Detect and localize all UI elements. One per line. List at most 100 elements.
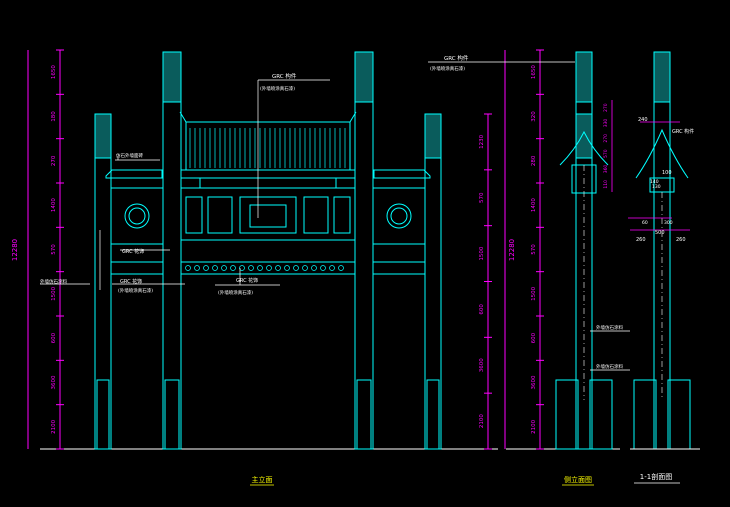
front-note-grc-ornament-3: GRC 花饰 xyxy=(236,277,258,284)
section-base-left xyxy=(633,379,657,450)
front-frieze-panel-0 xyxy=(185,196,203,234)
front-frieze-panel-2 xyxy=(239,196,297,234)
dim-label: 1500 xyxy=(479,246,485,260)
front-left-bay-lintel xyxy=(110,177,164,189)
dim-label: 600 xyxy=(531,332,537,343)
front-main-lower-beam xyxy=(180,261,356,275)
front-left-bay-medallion xyxy=(124,203,150,229)
section-label-130: 130 xyxy=(652,184,661,190)
front-main-roof-ridge xyxy=(179,111,357,123)
beam-ornament-dot xyxy=(266,265,272,271)
dim-label: 2100 xyxy=(479,414,485,428)
front-frieze-panel-4 xyxy=(333,196,351,234)
section-dim-500: 500 xyxy=(655,230,665,236)
front-right-bay-medallion-inner xyxy=(390,207,408,225)
side-dimensions xyxy=(504,49,544,450)
front-main-frieze xyxy=(180,187,356,241)
dim-label: 1400 xyxy=(531,198,537,212)
front-main-roof-eave xyxy=(180,169,356,179)
section-dimensions xyxy=(611,100,690,231)
beam-ornament-dot xyxy=(239,265,245,271)
front-base-2 xyxy=(164,379,180,450)
side-total-dim: 12280 xyxy=(508,239,516,261)
dim-label: 180 xyxy=(51,111,57,122)
front-note-grc-sub-2: (外墙喷涂真石漆) xyxy=(118,287,153,294)
front-dimensions xyxy=(27,49,492,450)
beam-ornament-dot xyxy=(275,265,281,271)
section-dim-label: 360 xyxy=(603,165,609,174)
section-label-300: 300 xyxy=(664,220,673,226)
front-base-3 xyxy=(356,379,372,450)
beam-ornament-dot xyxy=(329,265,335,271)
front-right-bay-panel xyxy=(372,187,426,245)
section-base-right xyxy=(667,379,691,450)
front-right-bay-medallion xyxy=(386,203,412,229)
side-base-left xyxy=(555,379,579,450)
front-right-bay-lintel xyxy=(372,177,426,189)
beam-ornament-dot xyxy=(230,265,236,271)
dim-label: 600 xyxy=(51,332,57,343)
front-leaders xyxy=(40,79,330,290)
front-frieze-panel-3 xyxy=(303,196,329,234)
front-note-grc-sub-3: (外墙喷涂真石漆) xyxy=(218,289,253,296)
section-drawing xyxy=(630,51,700,450)
section-dim-label: 570 xyxy=(603,149,609,158)
front-note-stone-paint: 外墙仿石涂料 xyxy=(40,278,67,285)
front-base-4 xyxy=(426,379,440,450)
dim-label: 1500 xyxy=(531,286,537,300)
section-label-60: 60 xyxy=(642,220,648,226)
side-note-1: 外墙仿石涂料 xyxy=(596,324,623,331)
front-main-lintel xyxy=(199,177,337,189)
front-roof-slats xyxy=(189,128,346,168)
front-far-left-finial xyxy=(94,113,112,159)
section-dim-100: 100 xyxy=(662,170,672,176)
dim-label: 1500 xyxy=(51,286,57,300)
front-right-bay-beam xyxy=(372,261,426,275)
dim-label: 270 xyxy=(51,155,57,166)
section-title: 1-1剖面图 xyxy=(640,472,672,481)
front-note-grc-sub: (外墙喷涂真石漆) xyxy=(260,85,295,92)
dim-label: 280 xyxy=(531,155,537,166)
front-title: 主立面 xyxy=(252,475,273,484)
front-left-bay-medallion-inner xyxy=(128,207,146,225)
front-left-bay-panel xyxy=(110,187,164,245)
dim-label: 1400 xyxy=(51,198,57,212)
side-top-note: GRC 构件 xyxy=(444,54,469,62)
section-dim-260-left: 260 xyxy=(636,237,646,243)
side-elevation xyxy=(506,51,620,450)
side-roof-curve xyxy=(559,130,609,166)
beam-ornament-dot xyxy=(320,265,326,271)
front-left-bay-beam xyxy=(110,261,164,275)
dim-label: 320 xyxy=(531,111,537,122)
dim-label: 3600 xyxy=(479,358,485,372)
front-frieze-panel-1 xyxy=(207,196,233,234)
front-base-1 xyxy=(96,379,110,450)
front-left-bay-roof xyxy=(105,169,163,179)
front-right-finial xyxy=(354,51,374,103)
front-right-bay-roof xyxy=(373,169,431,179)
beam-ornament-dot xyxy=(338,265,344,271)
dim-label: 1230 xyxy=(479,134,485,148)
side-note-2: 外墙仿石涂料 xyxy=(596,363,623,370)
front-right-main-post xyxy=(354,51,374,450)
front-far-right-finial xyxy=(424,113,442,159)
side-main-finial xyxy=(575,51,593,103)
front-note-stone-tile: 仿石外墙面砖 xyxy=(116,152,143,159)
dim-label: 1650 xyxy=(531,65,537,79)
section-dim-240: 240 xyxy=(638,117,648,123)
section-dim-label: 110 xyxy=(603,180,609,189)
section-dim-label: 330 xyxy=(603,119,609,128)
section-label-140: 140 xyxy=(650,179,659,185)
side-top-note-sub: (外墙喷涂真石漆) xyxy=(430,65,465,72)
beam-ornament-dot xyxy=(293,265,299,271)
dim-label: 570 xyxy=(51,244,57,255)
section-top-note: GRC 构件 xyxy=(672,128,694,135)
dim-label: 2100 xyxy=(531,419,537,433)
side-leaders xyxy=(428,61,630,371)
beam-ornament-dot xyxy=(257,265,263,271)
